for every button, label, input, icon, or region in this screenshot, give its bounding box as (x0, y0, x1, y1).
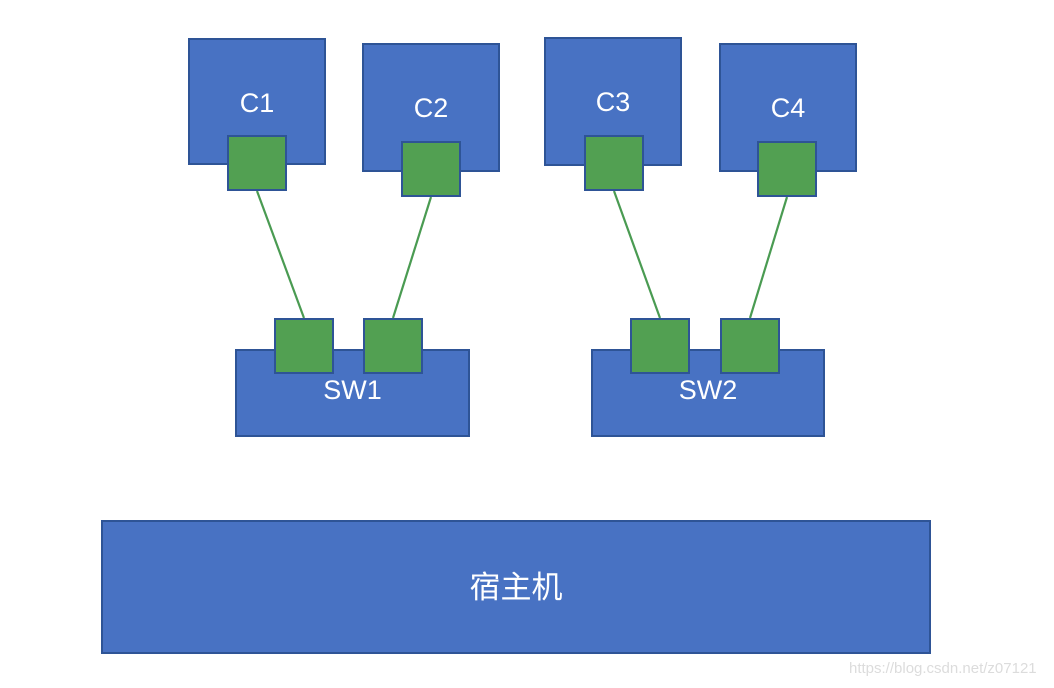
host-node[interactable]: 宿主机 (101, 520, 931, 654)
port-sw2-1[interactable] (630, 318, 690, 374)
link-c2-sw1 (391, 196, 433, 319)
switch-node-sw1[interactable]: SW1 (235, 349, 470, 437)
container-node-c4[interactable]: C4 (719, 43, 857, 172)
host-label: 宿主机 (469, 569, 563, 605)
port-c2[interactable] (401, 141, 461, 197)
port-c1[interactable] (227, 135, 287, 191)
port-sw1-1[interactable] (274, 318, 334, 374)
container-label-c3: C3 (595, 87, 631, 117)
link-c4-sw2 (748, 196, 789, 319)
switch-label-sw1: SW1 (323, 375, 382, 405)
link-c1-sw1 (255, 190, 306, 319)
port-c4[interactable] (757, 141, 817, 197)
port-c3[interactable] (584, 135, 644, 191)
port-sw1-2[interactable] (363, 318, 423, 374)
container-label-c2: C2 (413, 93, 449, 123)
link-c3-sw2 (612, 190, 662, 319)
container-label-c4: C4 (770, 93, 806, 123)
switch-node-sw2[interactable]: SW2 (591, 349, 825, 437)
container-label-c1: C1 (239, 88, 275, 118)
port-sw2-2[interactable] (720, 318, 780, 374)
watermark: https://blog.csdn.net/z07121 (849, 660, 1037, 677)
switch-label-sw2: SW2 (678, 375, 738, 405)
